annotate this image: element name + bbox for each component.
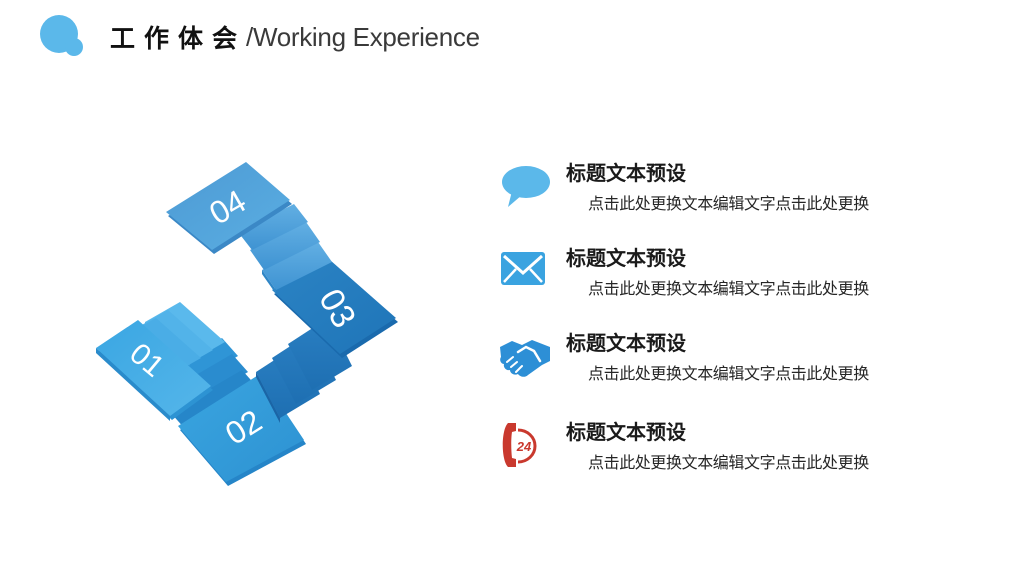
phone-24-label: 24 (516, 439, 532, 454)
list-item: 标题文本预设 点击此处更换文本编辑文字点击此处更换 (498, 331, 918, 401)
item-title: 标题文本预设 (566, 246, 686, 270)
step-04: 04 (166, 162, 292, 254)
phone-24h-icon: 24 (502, 423, 537, 467)
item-description: 点击此处更换文本编辑文字点击此处更换 (588, 194, 869, 213)
step-03: 03 (272, 260, 398, 358)
blue-bubble-icon (40, 15, 83, 56)
page-title: 工作体会 /Working Experience (110, 17, 480, 57)
item-title: 标题文本预设 (566, 161, 686, 185)
page-title-cn: 工作体会 (110, 24, 247, 53)
handshake-icon (500, 340, 550, 377)
page-title-en: /Working Experience (246, 21, 480, 52)
item-description: 点击此处更换文本编辑文字点击此处更换 (588, 279, 869, 298)
step-01: 01 (96, 320, 213, 421)
item-description: 点击此处更换文本编辑文字点击此处更换 (588, 364, 869, 383)
list-item: 标题文本预设 点击此处更换文本编辑文字点击此处更换 (498, 161, 918, 231)
list-item: 24 标题文本预设 点击此处更换文本编辑文字点击此处更换 (498, 420, 918, 490)
item-title: 标题文本预设 (566, 331, 686, 355)
speech-bubble-icon (502, 166, 550, 207)
list-item: 标题文本预设 点击此处更换文本编辑文字点击此处更换 (498, 246, 918, 316)
envelope-icon (501, 252, 545, 285)
item-description: 点击此处更换文本编辑文字点击此处更换 (588, 453, 869, 472)
item-title: 标题文本预设 (566, 420, 686, 444)
